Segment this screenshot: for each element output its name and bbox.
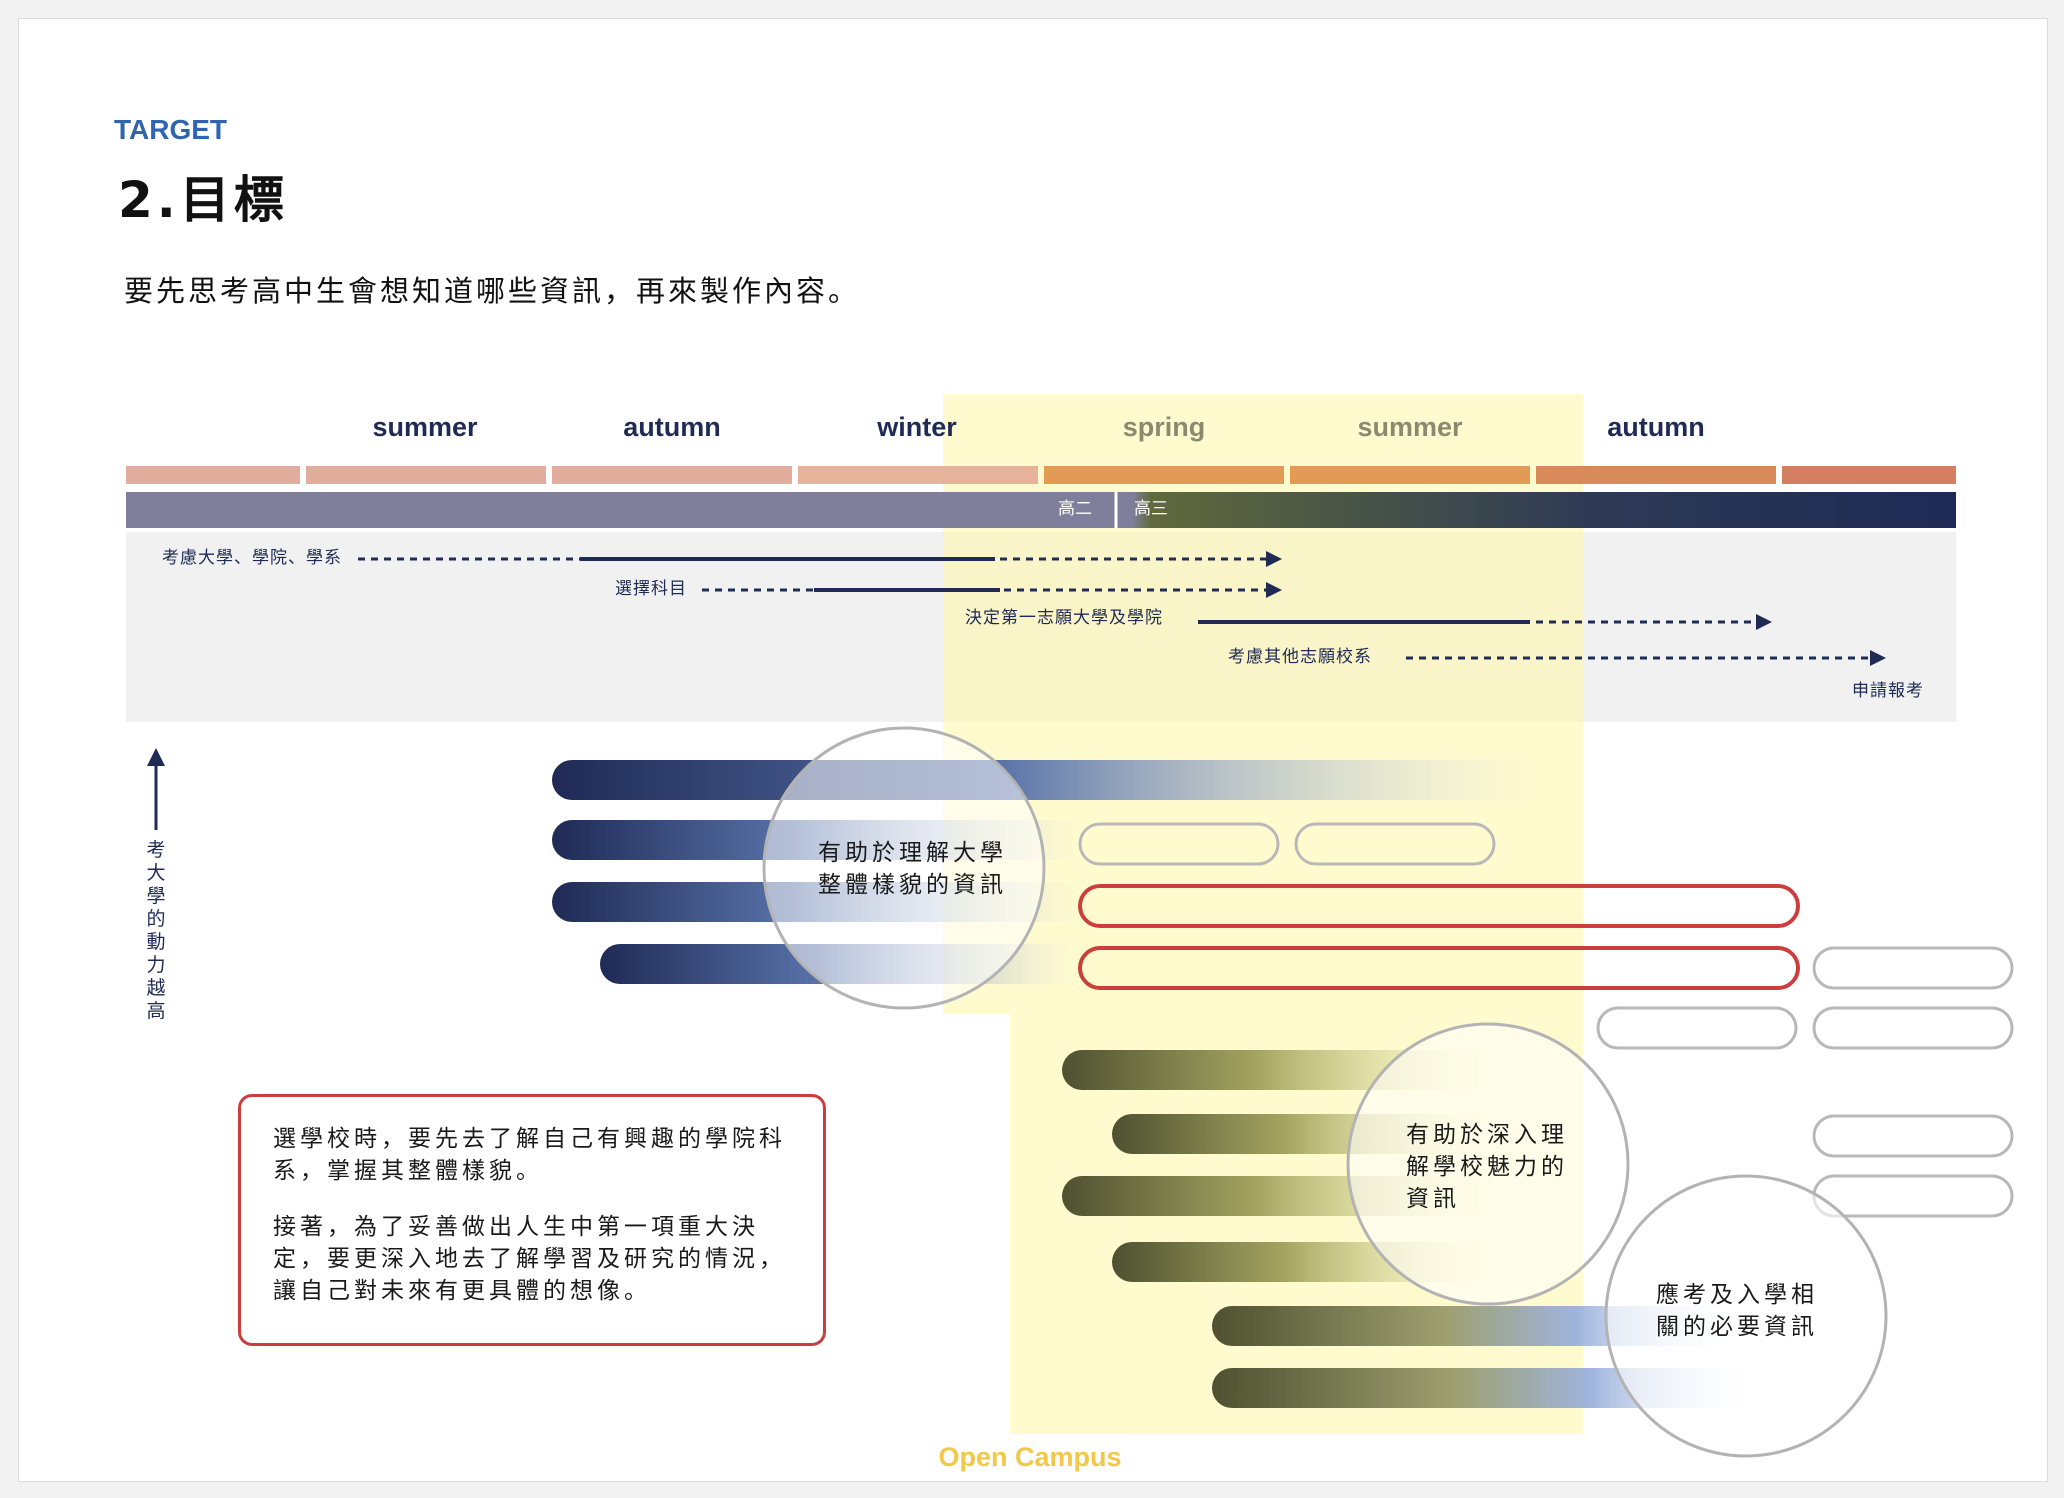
step-label: 考慮大學、學院、學系 — [162, 548, 342, 568]
season-label: spring — [1123, 412, 1206, 442]
page-subtitle: 要先思考高中生會想知道哪些資訊，再來製作內容。 — [124, 274, 861, 308]
svg-text:有助於深入理: 有助於深入理 — [1406, 1122, 1568, 1148]
svg-text:資訊: 資訊 — [1406, 1186, 1460, 1212]
arrow-head-icon — [1266, 551, 1282, 567]
section-eyebrow: TARGET — [114, 114, 228, 145]
step-row: 考慮其他志願校系 — [1228, 647, 1886, 667]
season-label: winter — [876, 412, 957, 442]
step-row: 考慮大學、學院、學系 — [162, 548, 1282, 568]
season-label: summer — [372, 412, 478, 442]
grade-label: 高三 — [1134, 499, 1168, 519]
svg-text:關的必要資訊: 關的必要資訊 — [1656, 1314, 1818, 1340]
svg-text:整體樣貌的資訊: 整體樣貌的資訊 — [818, 872, 1007, 898]
svg-text:解學校魅力的: 解學校魅力的 — [1406, 1154, 1568, 1180]
arrow-head-icon — [1756, 614, 1772, 630]
season-label: summer — [1357, 412, 1463, 442]
step-row: 決定第一志願大學及學院 — [965, 608, 1772, 630]
explanation-note: 選學校時，要先去了解自己有興趣的學院科系，掌握其整體樣貌。 接著，為了妥善做出人… — [238, 1094, 826, 1346]
step-label-apply: 申請報考 — [1852, 681, 1924, 701]
svg-text:應考及入學相: 應考及入學相 — [1656, 1282, 1818, 1308]
season-label: autumn — [1607, 412, 1705, 442]
step-label: 考慮其他志願校系 — [1228, 647, 1372, 667]
season-bar — [126, 466, 1956, 484]
svg-text:有助於理解大學: 有助於理解大學 — [818, 840, 1007, 866]
note-paragraph: 選學校時，要先去了解自己有興趣的學院科系，掌握其整體樣貌。 — [273, 1126, 786, 1184]
season-label: autumn — [623, 412, 721, 442]
grade-label: 高二 — [1058, 499, 1092, 519]
arrow-up-icon — [147, 748, 165, 766]
page-title: 2.目標 — [118, 171, 288, 229]
step-label: 選擇科目 — [615, 579, 687, 599]
bubble-appeal-info: 有助於深入理 解學校魅力的 資訊 — [1346, 1022, 1630, 1306]
motivation-label: 考大學的動力越高 — [146, 839, 165, 1022]
note-paragraph: 接著，為了妥善做出人生中第一項重大決定，要更深入地去了解學習及研究的情況，讓自己… — [273, 1214, 786, 1304]
bubble-admission-info: 應考及入學相 關的必要資訊 — [1604, 1174, 1888, 1458]
outlined-capsules — [1078, 822, 2014, 1218]
step-label: 決定第一志願大學及學院 — [965, 608, 1163, 628]
step-row: 選擇科目 — [615, 579, 1282, 599]
arrow-head-icon — [1266, 582, 1282, 598]
bubble-general-info: 有助於理解大學 整體樣貌的資訊 — [762, 726, 1046, 1010]
grade-bar — [126, 492, 1956, 528]
arrow-head-icon — [1870, 650, 1886, 666]
open-campus-label: Open Campus — [938, 1442, 1121, 1472]
